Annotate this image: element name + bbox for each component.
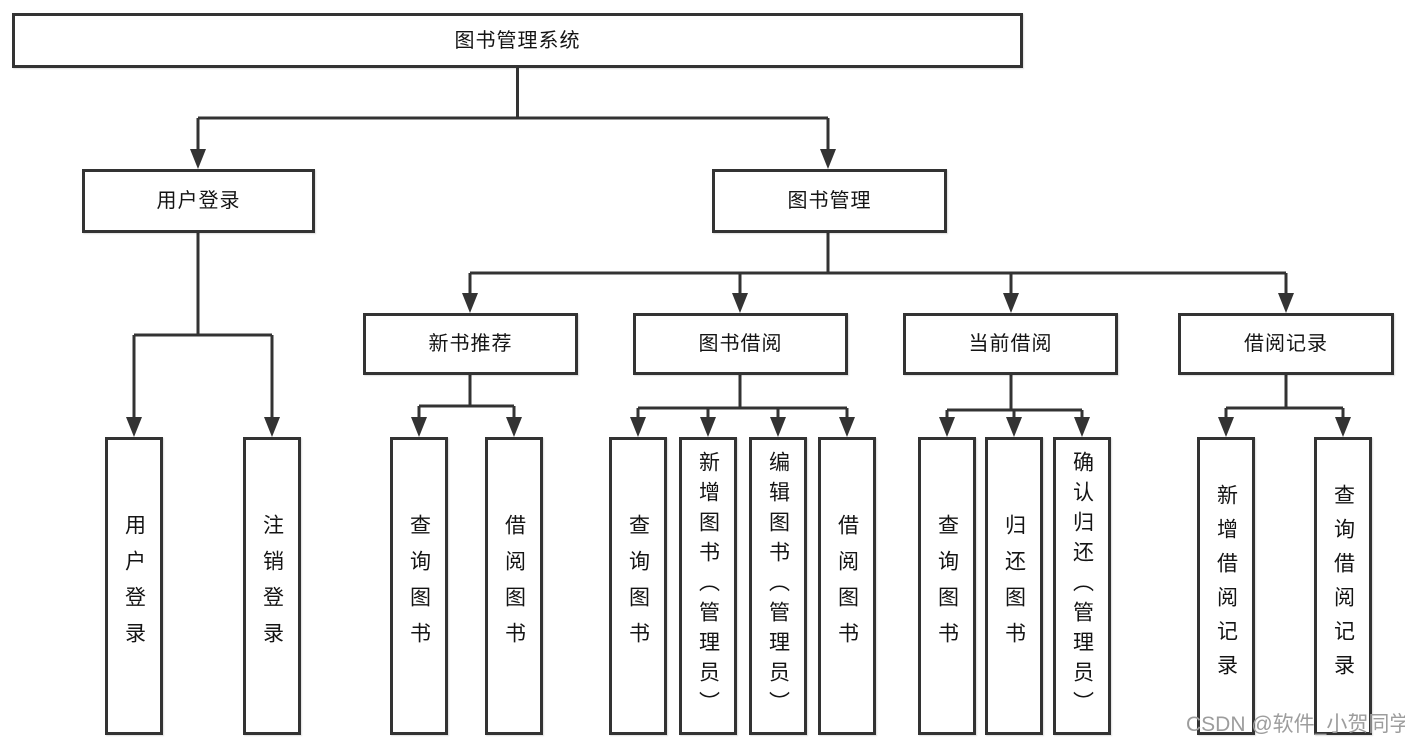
leaf-node-borrow-books-newbook-label: 借阅图书 — [502, 514, 526, 658]
leaf-node-add-borrow-record: 新增借阅记录 — [1197, 437, 1255, 735]
node-user-login-group: 用户登录 — [82, 169, 315, 233]
leaf-node-edit-books-admin-label: 编辑图书（管理员） — [766, 451, 790, 721]
leaf-node-return-books-label: 归还图书 — [1002, 514, 1026, 658]
leaf-node-query-books-newbook: 查询图书 — [390, 437, 448, 735]
node-book-borrowing-label: 图书借阅 — [698, 333, 783, 355]
leaf-node-query-borrow-record-label: 查询借阅记录 — [1331, 484, 1355, 688]
node-new-book-recommend: 新书推荐 — [363, 313, 578, 375]
leaf-node-query-borrow-record: 查询借阅记录 — [1314, 437, 1372, 735]
csdn-watermark: CSDN @软件_小贺同学 — [1186, 713, 1405, 736]
leaf-node-return-books: 归还图书 — [985, 437, 1043, 735]
leaf-node-logout-label: 注销登录 — [260, 514, 284, 658]
node-borrowing-records-label: 借阅记录 — [1244, 333, 1328, 355]
leaf-node-edit-books-admin: 编辑图书（管理员） — [749, 437, 807, 735]
node-book-management: 图书管理 — [712, 169, 947, 233]
leaf-node-borrow-books-newbook: 借阅图书 — [485, 437, 543, 735]
node-book-management-label: 图书管理 — [787, 190, 872, 212]
node-user-login-group-label: 用户登录 — [156, 190, 241, 212]
leaf-node-user-login-label: 用户登录 — [122, 514, 146, 658]
leaf-node-confirm-return-admin: 确认归还（管理员） — [1053, 437, 1111, 735]
leaf-node-confirm-return-admin-label: 确认归还（管理员） — [1070, 451, 1094, 721]
leaf-node-query-books-newbook-label: 查询图书 — [407, 514, 431, 658]
leaf-node-add-books-admin-label: 新增图书（管理员） — [696, 451, 720, 721]
leaf-node-borrow-books-borrowing: 借阅图书 — [818, 437, 876, 735]
node-root-label: 图书管理系统 — [454, 29, 581, 52]
leaf-node-user-login: 用户登录 — [105, 437, 163, 735]
node-book-borrowing: 图书借阅 — [633, 313, 848, 375]
node-current-borrowing-label: 当前借阅 — [968, 333, 1053, 355]
node-root: 图书管理系统 — [12, 13, 1023, 68]
node-borrowing-records: 借阅记录 — [1178, 313, 1394, 375]
node-new-book-recommend-label: 新书推荐 — [428, 333, 513, 355]
node-current-borrowing: 当前借阅 — [903, 313, 1118, 375]
leaf-node-logout: 注销登录 — [243, 437, 301, 735]
leaf-node-query-books-current: 查询图书 — [918, 437, 976, 735]
leaf-node-borrow-books-borrowing-label: 借阅图书 — [835, 514, 859, 658]
leaf-node-add-borrow-record-label: 新增借阅记录 — [1214, 484, 1238, 688]
leaf-node-query-books-borrowing: 查询图书 — [609, 437, 667, 735]
leaf-node-query-books-current-label: 查询图书 — [935, 514, 959, 658]
leaf-node-add-books-admin: 新增图书（管理员） — [679, 437, 737, 735]
leaf-node-query-books-borrowing-label: 查询图书 — [626, 514, 650, 658]
